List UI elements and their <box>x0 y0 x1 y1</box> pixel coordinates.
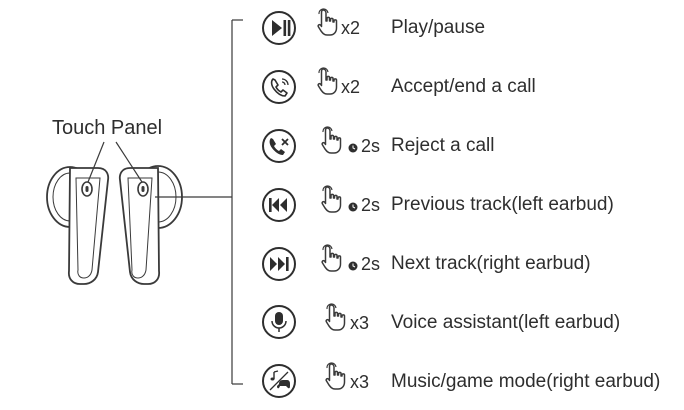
action-label: Accept/end a call <box>391 76 536 97</box>
right-earbud <box>118 165 183 285</box>
gesture-count: x2 <box>341 77 361 97</box>
action-label: Play/pause <box>391 17 486 38</box>
gesture-duration: 2s <box>361 195 381 215</box>
music-game-icon <box>262 364 296 398</box>
touch-panel-pointers <box>87 141 143 183</box>
gesture-count: x3 <box>350 372 370 392</box>
action-label: Previous track(left earbud) <box>391 194 614 215</box>
next-track-icon <box>262 247 296 281</box>
tap-hand-icon <box>321 185 342 213</box>
tap-hand-icon <box>321 244 342 272</box>
tap-hand-icon <box>321 126 342 154</box>
left-earbud <box>46 166 110 285</box>
reject-call-icon <box>262 129 296 163</box>
clock-icon <box>348 261 358 271</box>
gesture-duration: 2s <box>361 254 381 274</box>
clock-icon <box>348 202 358 212</box>
tap-hand-icon <box>325 303 346 331</box>
controls-bracket <box>231 19 243 385</box>
microphone-icon <box>262 305 296 339</box>
action-label: Reject a call <box>391 135 495 156</box>
clock-icon <box>348 143 358 153</box>
tap-hand-icon <box>317 67 338 95</box>
tap-hand-icon <box>317 8 338 36</box>
gesture-count: x2 <box>341 18 361 38</box>
action-label: Voice assistant(left earbud) <box>391 312 621 333</box>
phone-call-icon <box>262 70 296 104</box>
gesture-count: x3 <box>350 313 370 333</box>
previous-track-icon <box>262 188 296 222</box>
action-label: Music/game mode(right earbud) <box>391 371 661 392</box>
action-label: Next track(right earbud) <box>391 253 591 274</box>
tap-hand-icon <box>325 362 346 390</box>
touch-panel-label: Touch Panel <box>52 117 163 139</box>
gesture-duration: 2s <box>361 136 381 156</box>
play-pause-icon <box>262 11 296 45</box>
